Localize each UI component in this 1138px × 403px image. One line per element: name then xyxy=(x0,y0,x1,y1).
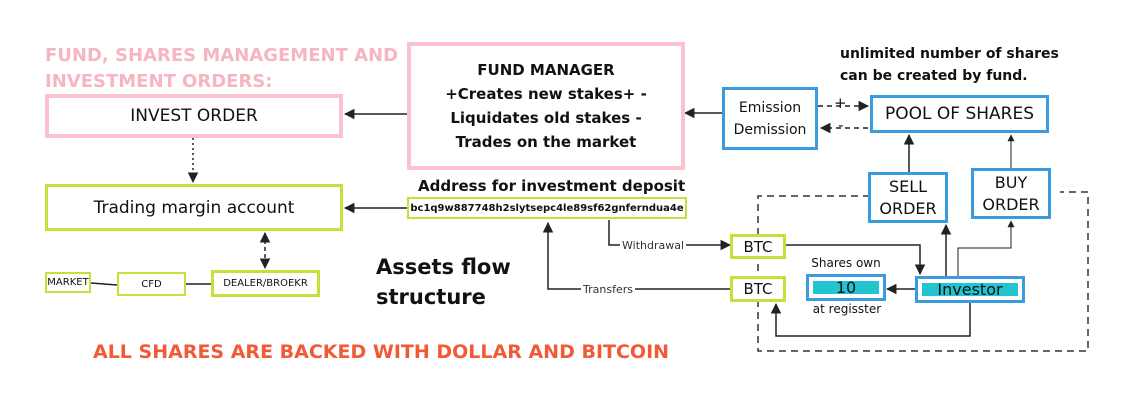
arrow-btc-to-investor xyxy=(786,244,926,276)
cfd-box: CFD xyxy=(117,272,186,296)
dealer-broker-box: DEALER/BROEKR xyxy=(211,270,320,297)
buy-order-box: BUY ORDER xyxy=(971,168,1051,219)
transfers-label: Transfers xyxy=(581,283,635,296)
invest-order-box: INVEST ORDER xyxy=(45,94,343,138)
fund-manager-line-create: +Creates new stakes+ - xyxy=(445,85,647,103)
assets-flow-label: Assets flow structure xyxy=(376,255,511,309)
diagram-heading: FUND, SHARES MANAGEMENT AND INVESTMENT O… xyxy=(45,45,399,92)
fund-manager-line-liquidate: Liquidates old stakes - xyxy=(450,109,642,127)
emission-plus-sign: + xyxy=(834,94,847,112)
btc-withdrawal-box: BTC xyxy=(730,234,786,259)
arrow-investor-to-btc xyxy=(770,302,971,337)
pool-of-shares-box: POOL OF SHARES xyxy=(870,95,1049,133)
arrow-investor-to-buy xyxy=(957,220,1015,276)
market-box: MARKET xyxy=(45,272,91,293)
emission-demission-box: Emission Demission xyxy=(722,87,818,150)
investor-box: Investor xyxy=(915,276,1025,303)
arrow-withdrawal xyxy=(608,220,732,251)
demission-minus-sign: - xyxy=(838,116,844,134)
unlimited-shares-note: unlimited number of shares can be create… xyxy=(840,46,1059,84)
backed-shares-note: ALL SHARES ARE BACKED WITH DOLLAR AND BI… xyxy=(93,341,670,363)
shares-count-box: 10 xyxy=(806,274,886,301)
deposit-address-box[interactable]: bc1q9w887748h2slytsepc4le89sf62gnferndua… xyxy=(407,197,687,219)
at-register-label: at regisster xyxy=(812,302,882,316)
sell-order-box: SELL ORDER xyxy=(868,172,948,223)
fund-manager-title: FUND MANAGER xyxy=(477,61,615,79)
fund-manager-box: FUND MANAGER +Creates new stakes+ - Liqu… xyxy=(407,42,685,170)
deposit-address-label: Address for investment deposit xyxy=(418,177,686,195)
arrow-transfers xyxy=(542,221,730,290)
trading-margin-account-box: Trading margin account xyxy=(45,184,343,231)
investor-group-border xyxy=(757,191,1089,352)
btc-transfer-box: BTC xyxy=(730,276,786,302)
withdrawal-label: Withdrawal xyxy=(620,239,687,252)
fund-manager-line-trade: Trades on the market xyxy=(455,133,637,151)
shares-own-label: Shares own xyxy=(811,256,881,270)
